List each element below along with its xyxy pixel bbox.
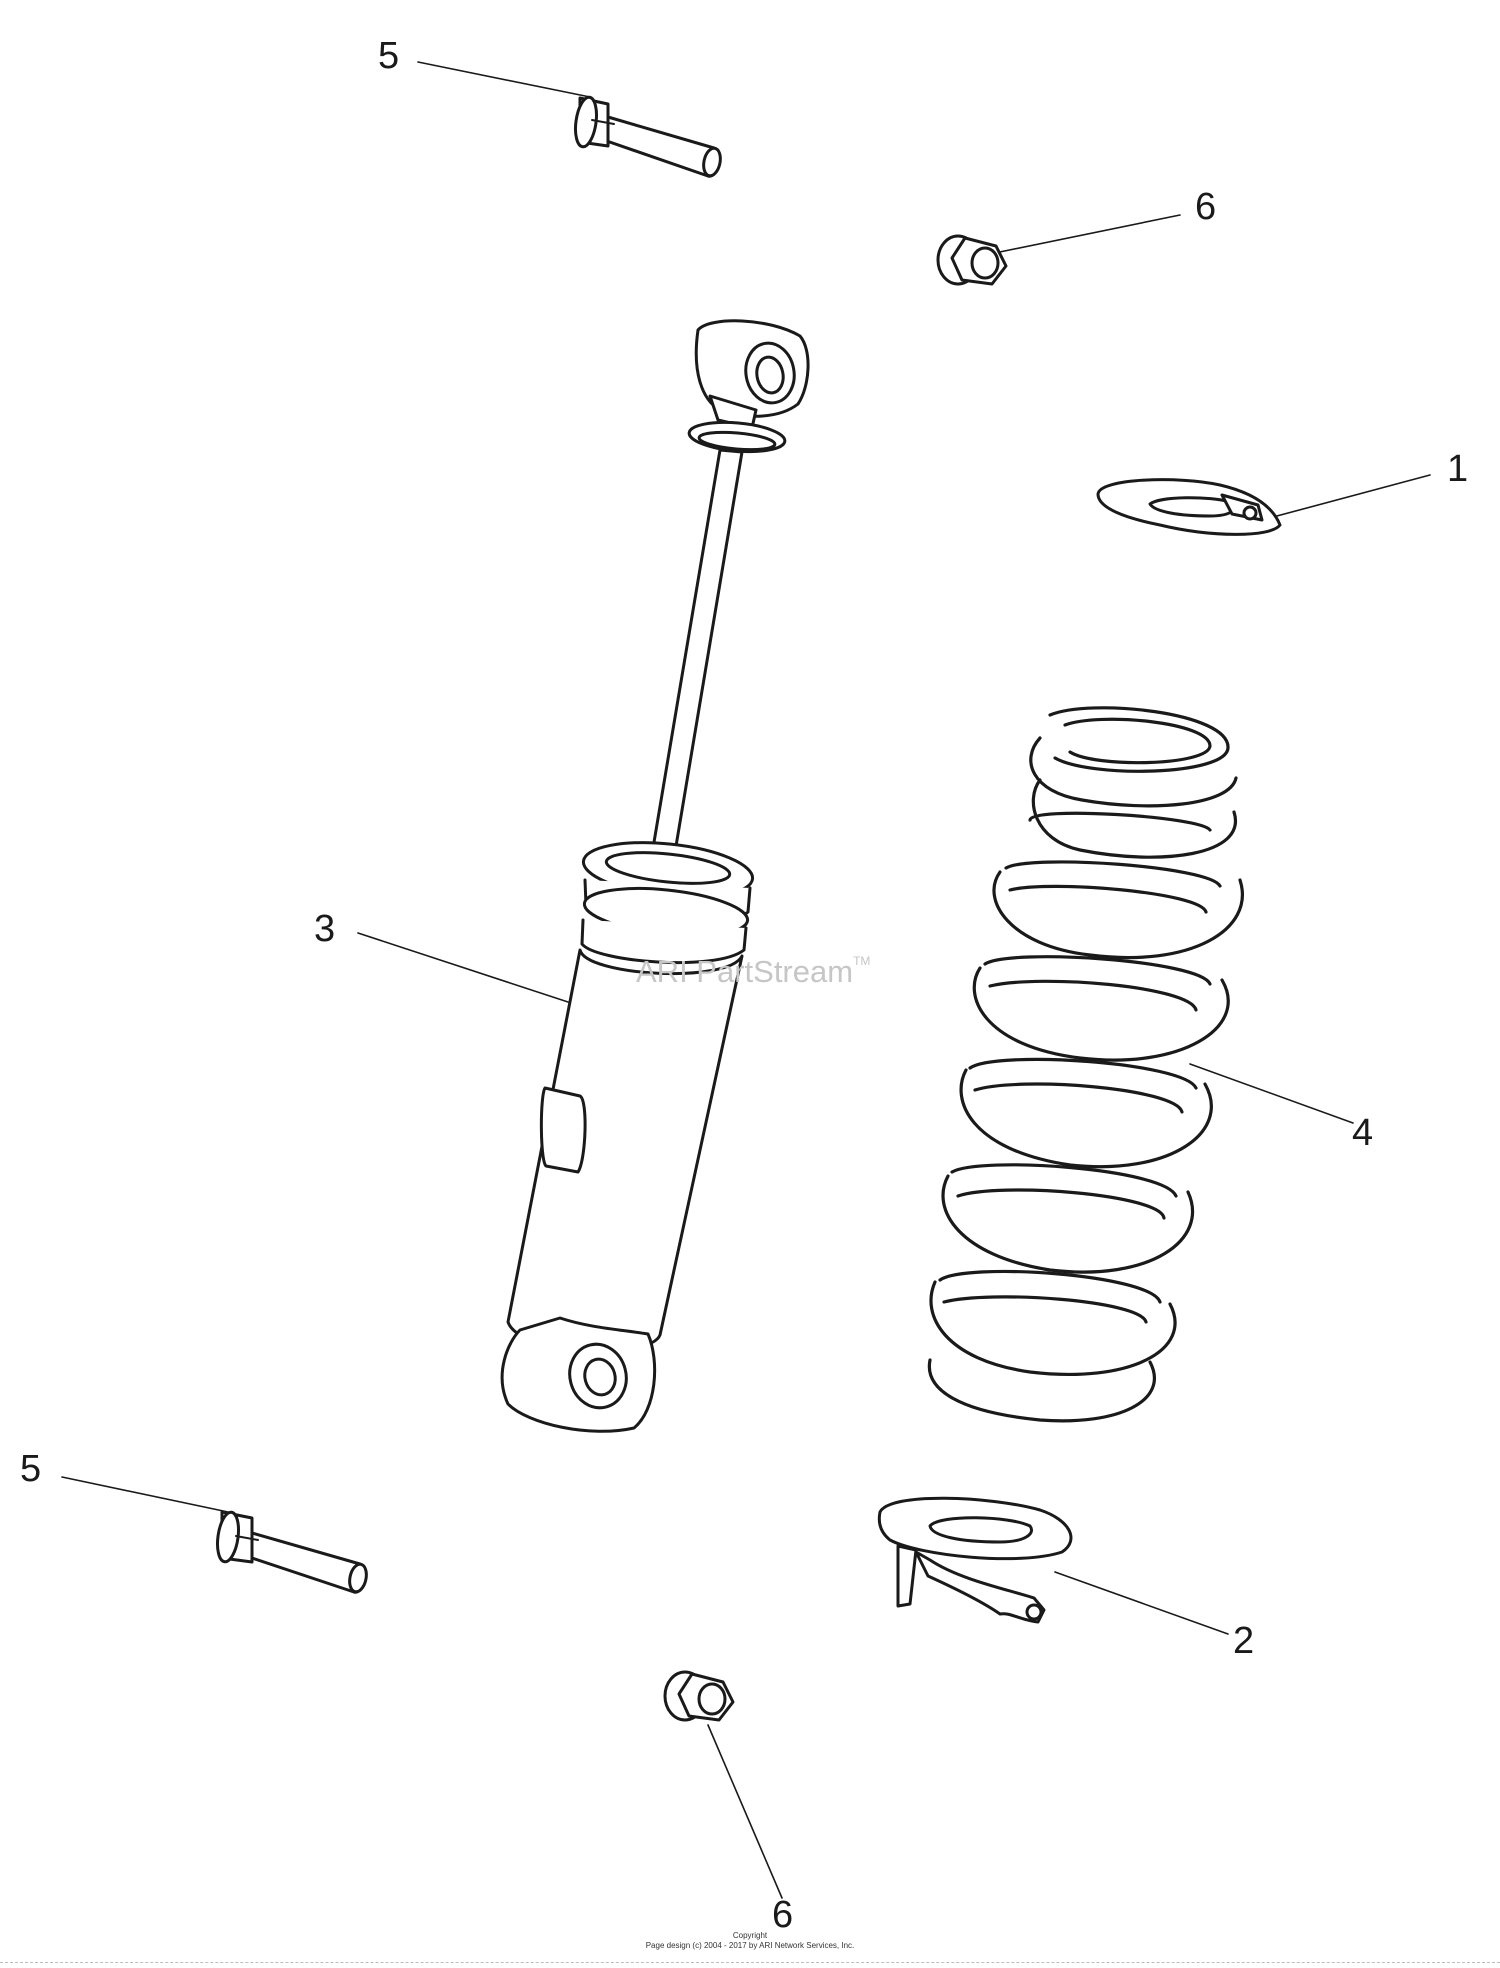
leader-4 bbox=[1189, 1063, 1354, 1124]
bolt-top bbox=[574, 95, 722, 178]
trademark-mark: TM bbox=[853, 954, 871, 968]
leader-6-bottom bbox=[707, 1724, 783, 1899]
leader-3 bbox=[357, 932, 569, 1003]
nut-top bbox=[936, 234, 1008, 286]
footer-page-design: Page design (c) 2004 - 2017 by ARI Netwo… bbox=[645, 1941, 855, 1950]
leader-2 bbox=[1054, 1571, 1229, 1635]
watermark: ARI PartStreamTM bbox=[636, 954, 870, 990]
bolt-bottom bbox=[216, 1510, 368, 1594]
callout-4: 4 bbox=[1352, 1112, 1374, 1154]
leader-6-top bbox=[989, 214, 1181, 255]
leader-1 bbox=[1261, 474, 1431, 521]
callout-5-bottom: 5 bbox=[20, 1448, 42, 1490]
callout-1: 1 bbox=[1447, 448, 1469, 490]
leader-5-top bbox=[417, 61, 591, 98]
callout-2: 2 bbox=[1233, 1620, 1255, 1662]
spring-seat-lower bbox=[877, 1496, 1073, 1624]
callout-5-top: 5 bbox=[378, 35, 400, 77]
watermark-text: ARI PartStream bbox=[636, 954, 854, 989]
leader-lines bbox=[61, 61, 1431, 1899]
coil-spring bbox=[927, 706, 1244, 1423]
callout-6-top: 6 bbox=[1195, 186, 1217, 228]
callout-6-bottom: 6 bbox=[772, 1894, 794, 1936]
footer-copyright: Copyright bbox=[732, 1931, 768, 1940]
shock-absorber bbox=[500, 319, 810, 1433]
spring-seat-upper bbox=[1096, 478, 1282, 536]
leader-5-bottom bbox=[61, 1476, 229, 1513]
callout-3: 3 bbox=[314, 908, 336, 950]
nut-bottom bbox=[663, 1670, 735, 1722]
bottom-divider bbox=[0, 1962, 1500, 1963]
